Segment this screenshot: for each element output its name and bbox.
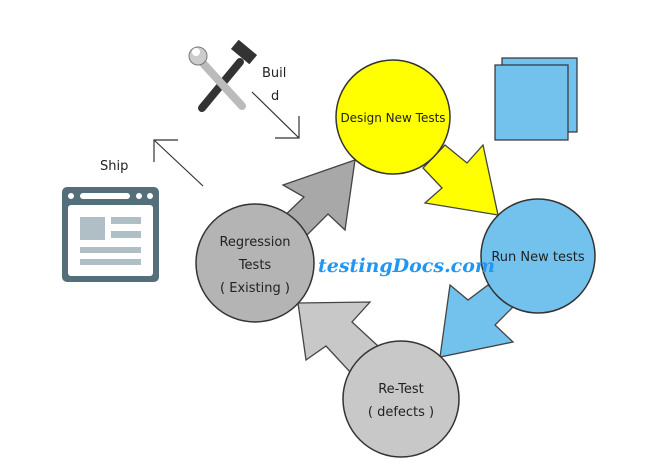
documents-icon bbox=[494, 57, 578, 141]
node-run-new-tests: Run New tests bbox=[480, 198, 596, 314]
node-retest-defects: Re-Test ( defects ) bbox=[342, 340, 460, 458]
browser-window-icon bbox=[62, 187, 159, 282]
node-label: ( defects ) bbox=[368, 405, 434, 420]
build-label: Buil bbox=[262, 66, 286, 81]
node-design-new-tests: Design New Tests bbox=[335, 59, 451, 175]
ship-arrow bbox=[153, 139, 204, 187]
node-regression-tests: Regression Tests ( Existing ) bbox=[195, 203, 315, 323]
node-label: ( Existing ) bbox=[220, 281, 290, 296]
build-label: d bbox=[271, 89, 279, 104]
watermark: testingDocs.com bbox=[318, 255, 495, 277]
node-label: Regression bbox=[219, 235, 290, 250]
node-label: Run New tests bbox=[491, 250, 585, 265]
node-label: Tests bbox=[238, 258, 272, 273]
ship-label: Ship bbox=[100, 159, 128, 174]
node-label: Re-Test bbox=[378, 382, 424, 397]
arrow-run-to-retest bbox=[439, 283, 515, 358]
build-arrow bbox=[251, 91, 300, 139]
node-label: Design New Tests bbox=[340, 111, 445, 125]
arrow-design-to-run bbox=[422, 143, 499, 216]
wrench-hammer-icon bbox=[188, 39, 258, 112]
